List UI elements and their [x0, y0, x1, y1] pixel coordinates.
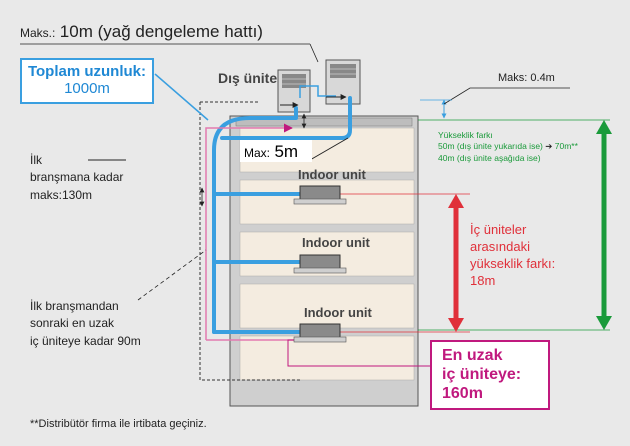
total-length-box: Toplam uzunluk: 1000m — [20, 58, 154, 104]
first-branch-line2: branşmana kadar — [30, 170, 124, 185]
max-5m-leader — [309, 137, 349, 161]
farthest-branch-line2: sonraki en uzak — [30, 316, 115, 331]
height-diff-line1: 50m (dış ünite yukarıda ise) — [438, 141, 543, 152]
outdoor-unit-1 — [277, 69, 311, 113]
total-length-label: Toplam uzunluk: — [27, 63, 147, 80]
indoor-diff-line1: İç üniteler — [470, 222, 527, 237]
first-branch-line3: maks:130m — [30, 187, 93, 202]
indoor-diff-line3: yükseklik farkı: — [470, 255, 556, 271]
first-branch-text: İlk branşmana kadar maks:130m — [30, 152, 123, 204]
oil-balance-title: Maks.: 10m (yağ dengeleme hattı) — [20, 22, 263, 42]
farthest-branch-line1: İlk branşmandan — [30, 299, 119, 313]
farthest-branch-line3: iç üniteye kadar 90m — [30, 333, 141, 348]
title-prefix: Maks.: — [20, 26, 56, 40]
farthest-branch-leader — [137, 249, 207, 301]
indoor-unit-label-2: Indoor unit — [302, 235, 370, 250]
total-length-value: 1000m — [64, 80, 110, 97]
farthest-indoor-box: En uzak iç üniteye: 160m — [430, 340, 550, 410]
first-branch-line1: İlk — [30, 153, 42, 167]
indoor-unit-label-1: Indoor unit — [298, 167, 366, 182]
indoor-diff-line2: arasındaki — [470, 238, 530, 254]
max-5m-box: Max: 5m — [240, 140, 312, 162]
height-diff-line2: 40m (dış ünite aşağıda ise) — [438, 152, 541, 163]
roof-panel — [235, 117, 413, 127]
indoor-diff-line4: 18m — [470, 272, 496, 288]
height-diff-text: Yükseklik farkı 50m (dış ünite yukarıda … — [438, 130, 578, 164]
indoor-diff-arrow — [340, 193, 470, 333]
refrigerant-piping — [212, 96, 352, 334]
indoor-unit-label-3: Indoor unit — [304, 305, 372, 320]
height-diff-line1-extra: 70m** — [554, 141, 578, 152]
title-main: 10m (yağ dengeleme hattı) — [59, 22, 263, 41]
height-diff-arrow — [418, 119, 612, 331]
farthest-indoor-line3: 160m — [442, 385, 483, 403]
indoor-unit-2 — [293, 254, 347, 274]
oil-balance-line — [299, 85, 336, 98]
auxiliary-piping — [205, 127, 300, 341]
indoor-diff-text: İç üniteler arasındaki yükseklik farkı: … — [470, 222, 555, 290]
indoor-unit-3 — [293, 323, 347, 343]
max-5m-prefix: Max: — [244, 146, 271, 160]
max-04m-label: Maks: 0.4m — [498, 72, 555, 84]
height-diff-arrow-icon: ➔ — [545, 141, 553, 152]
indoor-unit-1 — [293, 185, 347, 205]
farthest-indoor-line1: En uzak — [442, 347, 503, 364]
max-5m-value: 5m — [274, 142, 299, 161]
farthest-branch-text: İlk branşmandan sonraki en uzak iç ünite… — [30, 298, 141, 350]
total-length-leader — [154, 73, 209, 121]
outdoor-unit-label: Dış ünite — [218, 70, 278, 86]
height-diff-title: Yükseklik farkı — [438, 130, 493, 140]
farthest-indoor-line2: iç üniteye: — [442, 366, 522, 384]
footnote: **Distribütör firma ile irtibata geçiniz… — [30, 418, 207, 430]
